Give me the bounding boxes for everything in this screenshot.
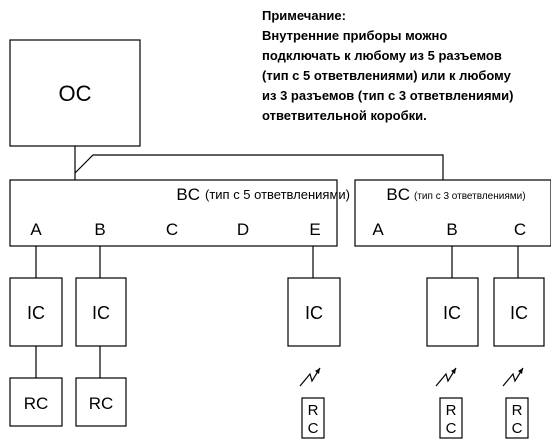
wireless-rc-c-3: C bbox=[512, 420, 523, 437]
wireless-rc-box-1 bbox=[301, 397, 325, 439]
rc-label-2: RC bbox=[89, 394, 114, 413]
bc3-type: (тип с 3 ответвлениями) bbox=[414, 191, 526, 202]
ic-label-4: IC bbox=[443, 303, 461, 323]
wireless-icon bbox=[299, 367, 321, 387]
ic-label-1: IC bbox=[27, 303, 45, 323]
bc5-unit: BC (тип с 5 ответвлениями) A B C D E bbox=[9, 179, 350, 247]
bc5-type: (тип с 5 ответвлениями) bbox=[205, 187, 350, 202]
bc5-port-c: C bbox=[166, 220, 178, 239]
bc3-port-c: C bbox=[514, 220, 526, 239]
note-line: из 3 разъемов (тип с 3 ответвлениями) bbox=[262, 88, 513, 103]
note-line: ответвительной коробки. bbox=[262, 108, 427, 123]
bc5-code: BC bbox=[176, 185, 200, 204]
ic-box-1 bbox=[9, 277, 63, 347]
wireless-rc-r-3: R bbox=[512, 402, 523, 419]
oc-box bbox=[9, 39, 141, 147]
bc5-port-a: A bbox=[30, 220, 42, 239]
note-line: (тип с 5 ответвлениями) или к любому bbox=[262, 68, 512, 83]
bc5-port-e: E bbox=[309, 220, 320, 239]
rc-box-1 bbox=[9, 377, 63, 427]
ic-label-3: IC bbox=[305, 303, 323, 323]
wireless-rc-box-2 bbox=[439, 397, 463, 439]
bc5-port-b: B bbox=[94, 220, 105, 239]
wireless-rc-r-1: R bbox=[308, 402, 319, 419]
wireless-links bbox=[299, 367, 524, 387]
bc3-port-b: B bbox=[446, 220, 457, 239]
bc3-box bbox=[354, 179, 551, 247]
wireless-rc-r-2: R bbox=[446, 402, 457, 419]
wireless-icon bbox=[435, 367, 457, 387]
rc-label-1: RC bbox=[24, 394, 49, 413]
wireless-icon bbox=[502, 367, 524, 387]
ic-box-2 bbox=[75, 277, 127, 347]
note-title: Примечание: bbox=[262, 8, 346, 23]
oc-unit: OC bbox=[9, 39, 141, 147]
wiring bbox=[35, 146, 519, 378]
note-line: подключать к любому из 5 разъемов bbox=[262, 48, 502, 63]
ic-box-3 bbox=[287, 277, 341, 347]
bc3-unit: BC (тип с 3 ответвлениями) A B C bbox=[354, 179, 551, 247]
oc-label: OC bbox=[59, 81, 92, 106]
wireless-rc-c-1: C bbox=[308, 420, 319, 437]
wireless-rc-c-2: C bbox=[446, 420, 457, 437]
ic-box-4 bbox=[426, 277, 479, 347]
ic-label-2: IC bbox=[92, 303, 110, 323]
bc5-port-d: D bbox=[237, 220, 249, 239]
note: Примечание: Внутренние приборы можно под… bbox=[262, 8, 513, 123]
bc3-code: BC bbox=[386, 185, 410, 204]
bc3-port-a: A bbox=[372, 220, 384, 239]
rc-box-2 bbox=[75, 377, 127, 427]
oc-to-bc3-wire bbox=[74, 154, 444, 180]
wireless-rc-box-3 bbox=[505, 397, 529, 439]
rc-units: RC RC bbox=[9, 377, 127, 427]
bc5-box bbox=[9, 179, 338, 247]
ic-label-5: IC bbox=[510, 303, 528, 323]
note-line: Внутренние приборы можно bbox=[262, 28, 447, 43]
ic-box-5 bbox=[493, 277, 545, 347]
wireless-rc-units: R C R C R C bbox=[301, 397, 529, 439]
ic-units: IC IC IC IC IC bbox=[9, 277, 545, 347]
